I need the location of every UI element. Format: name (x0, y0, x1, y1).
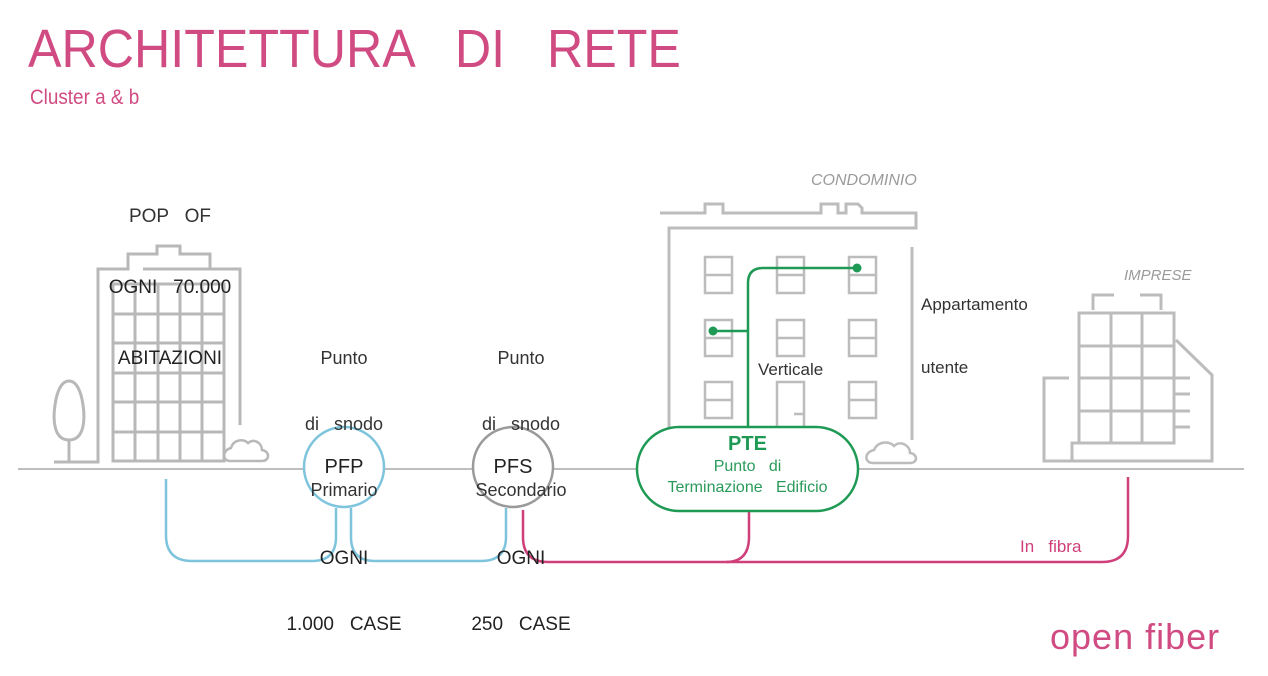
pop-label: POP OF OGNI 70.000 ABITAZIONI (90, 160, 250, 394)
pfs-label-line-1: Punto (497, 348, 545, 368)
pop-line-1: POP OF (128, 206, 211, 227)
apartment-endpoint-dot-2 (708, 326, 718, 336)
pop-building-icon (54, 244, 242, 464)
pfp-label-line-3: Primario (310, 480, 378, 500)
logo-part-1: open (1050, 616, 1135, 657)
condominio-building-icon (660, 202, 918, 462)
pfs-label-line-2: di snodo (481, 414, 561, 434)
pfs-count-line-1: OGNI (496, 548, 546, 569)
cloud-icon (222, 439, 270, 463)
pte-sub-line-2: Terminazione Edificio (667, 479, 828, 496)
pfp-count-line-1: OGNI (319, 548, 369, 569)
condominio-label: CONDOMINIO (811, 172, 917, 189)
door-icon (775, 380, 806, 428)
pfs-label: Punto di snodo Secondario OGNI 250 CASE (451, 303, 591, 658)
page-title: ARCHITETTURA DI RETE (28, 19, 681, 79)
tree-icon (52, 379, 86, 462)
pte-sub-line-1: Punto di (713, 458, 782, 475)
apartment-label: Appartamento utente (921, 252, 1028, 399)
pfp-label: Punto di snodo Primario OGNI 1.000 CASE (274, 303, 414, 658)
open-fiber-logo: open fiber (1050, 616, 1220, 658)
pte-node-label: PTE (728, 433, 767, 455)
page-subtitle: Cluster a & b (30, 86, 140, 109)
pfs-label-line-3: Secondario (475, 480, 567, 500)
pop-line-3: ABITAZIONI (117, 348, 223, 369)
pfp-label-line-2: di snodo (304, 414, 384, 434)
primary-fiber-links (164, 479, 508, 563)
pfs-node (471, 425, 555, 509)
pte-label: PTE Punto di Terminazione Edificio (637, 433, 858, 498)
logo-part-2: fiber (1145, 616, 1221, 657)
secondary-fiber-links (521, 477, 1130, 564)
apartment-label-line-2: utente (921, 358, 969, 377)
window-icons (703, 255, 878, 428)
apartment-label-line-1: Appartamento (921, 295, 1028, 314)
fiber-label: In fibra (1020, 537, 1082, 556)
pop-line-2: OGNI 70.000 (108, 277, 232, 298)
pfp-node-label: PFP (324, 456, 364, 478)
imprese-label: IMPRESE (1124, 267, 1192, 284)
pfp-count-line-2: 1.000 CASE (286, 614, 402, 635)
apartment-endpoint-dot (852, 263, 862, 273)
imprese-building-icon (1042, 293, 1214, 463)
pfs-count-line-2: 250 CASE (471, 614, 571, 635)
cloud-icon-2 (865, 441, 918, 465)
pfp-label-line-1: Punto (320, 348, 368, 368)
vertical-label: Verticale (758, 360, 824, 379)
vertical-riser (713, 266, 857, 428)
pfs-node-label: PFS (493, 456, 533, 478)
pte-node (635, 425, 860, 513)
pfp-node (302, 425, 386, 509)
